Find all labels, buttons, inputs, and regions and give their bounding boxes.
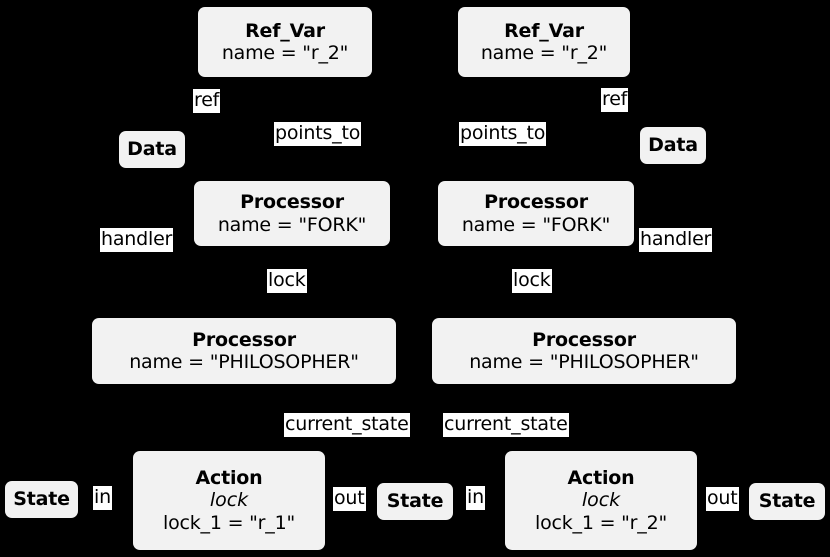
node-title: Ref_Var: [245, 19, 325, 42]
node-title: Ref_Var: [504, 19, 584, 42]
node-state_1[interactable]: State: [377, 483, 453, 520]
edge-label-out_right: out: [706, 487, 739, 511]
node-title: Processor: [240, 191, 344, 214]
node-title: Action: [195, 467, 263, 490]
edge-label-points_to_right: points_to: [459, 122, 547, 146]
node-attribute: name = "r_2": [221, 42, 349, 64]
edge-label-current_state_right: current_state: [443, 413, 569, 437]
node-data_right[interactable]: Data: [640, 127, 706, 164]
node-title: Processor: [484, 191, 588, 214]
edge-fork_right-to-data_right: [634, 164, 674, 215]
node-title: Data: [648, 134, 698, 157]
edge-label-lock_right: lock: [512, 269, 552, 293]
edge-label-current_state_left: current_state: [284, 413, 410, 437]
node-attribute: lock_1 = "r_2": [534, 511, 668, 534]
node-attribute: lock_1 = "r_1": [162, 511, 296, 534]
edge-label-ref_right: ref: [601, 88, 629, 112]
node-attribute: name = "FORK": [217, 213, 367, 236]
node-title: Processor: [192, 328, 296, 351]
node-attribute: name = "r_2": [480, 42, 608, 64]
edge-label-ref_left: ref: [193, 89, 221, 113]
node-attribute: name = "PHILOSOPHER": [129, 351, 359, 373]
node-attribute: name = "FORK": [461, 213, 611, 236]
edge-label-in_right: in: [466, 486, 485, 510]
edge-label-out_left: out: [333, 487, 366, 511]
node-title: State: [13, 488, 70, 511]
node-subtitle: lock: [581, 489, 621, 512]
edge-label-points_to_left: points_to: [274, 122, 362, 146]
node-subtitle: lock: [209, 489, 249, 512]
edge-fork_left-to-data_left: [151, 168, 194, 215]
node-data_left[interactable]: Data: [119, 131, 185, 168]
node-title: Action: [567, 467, 635, 490]
edge-label-handler_left: handler: [100, 228, 174, 252]
node-title: Data: [127, 138, 177, 161]
node-title: Processor: [532, 328, 636, 351]
edge-label-in_left: in: [93, 486, 112, 510]
node-state_2[interactable]: State: [749, 483, 825, 520]
node-title: State: [386, 490, 444, 513]
edge-label-handler_right: handler: [639, 228, 713, 252]
node-state_0[interactable]: State: [5, 481, 78, 518]
node-attribute: name = "PHILOSOPHER": [469, 351, 699, 373]
edge-label-lock_left: lock: [267, 269, 307, 293]
node-title: State: [758, 490, 816, 513]
